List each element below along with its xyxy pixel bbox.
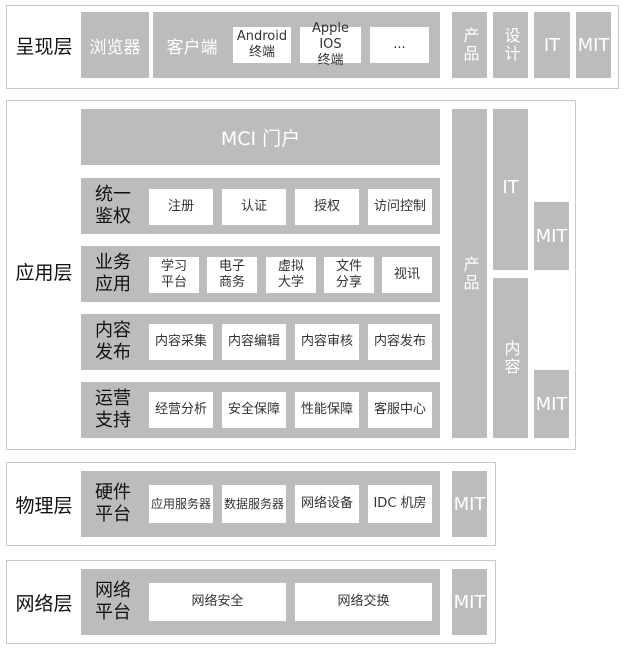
client-ios: Apple IOS 终端: [299, 21, 362, 68]
physical-layer-label: 物理层: [15, 494, 73, 517]
presentation-side-it: IT: [534, 12, 570, 78]
business-item: 电子 商务: [206, 256, 258, 294]
business-row: [81, 246, 440, 302]
mci-portal: MCI 门户: [81, 109, 440, 165]
hardware-item: 网络设备: [294, 484, 360, 524]
auth-item: 授权: [294, 188, 360, 226]
auth-item: 访问控制: [367, 188, 433, 226]
presentation-side-design: 设计: [493, 12, 528, 78]
business-title: 业务 应用: [95, 252, 131, 295]
presentation-side-product: 产品: [452, 12, 487, 78]
hardware-item: 数据服务器: [221, 484, 287, 524]
presentation-side-mit: MIT: [576, 12, 611, 78]
network-item: 网络安全: [148, 582, 287, 622]
business-item: 视讯: [381, 256, 433, 294]
content-item: 内容编辑: [221, 323, 287, 361]
operations-item: 性能保障: [294, 391, 360, 429]
application-side-it: IT: [493, 109, 528, 270]
content-item: 内容采集: [148, 323, 214, 361]
hardware-item: IDC 机房: [367, 484, 433, 524]
network-layer-label: 网络层: [15, 592, 73, 615]
operations-item: 安全保障: [221, 391, 287, 429]
application-layer-label: 应用层: [15, 261, 73, 284]
network-side-mit: MIT: [452, 569, 487, 635]
content-item: 内容审核: [294, 323, 360, 361]
hardware-item: 应用服务器: [148, 484, 214, 524]
application-side-mit-2: MIT: [534, 370, 569, 438]
business-item: 文件 分享: [323, 256, 375, 294]
auth-title: 统一 鉴权: [95, 184, 131, 227]
physical-side-mit: MIT: [452, 471, 487, 537]
network-title: 网络 平台: [95, 580, 131, 623]
operations-item: 客服中心: [367, 391, 433, 429]
business-item: 虚拟 大学: [265, 256, 317, 294]
content-title: 内容 发布: [95, 320, 131, 363]
business-item: 学习 平台: [148, 256, 200, 294]
operations-item: 经营分析: [148, 391, 214, 429]
network-item: 网络交换: [294, 582, 433, 622]
client-android: Android 终端: [232, 26, 292, 64]
application-side-product: 产品: [452, 109, 487, 438]
client-label: 客户端: [166, 37, 218, 58]
application-side-mit-1: MIT: [534, 202, 569, 270]
client-more: ...: [369, 26, 430, 64]
browser-block: 浏览器: [81, 12, 149, 78]
hardware-title: 硬件 平台: [95, 482, 131, 525]
content-item: 内容发布: [367, 323, 433, 361]
application-side-content: 内容: [493, 278, 528, 438]
presentation-layer-label: 呈现层: [15, 35, 73, 58]
auth-item: 认证: [221, 188, 287, 226]
operations-title: 运营 支持: [95, 388, 131, 431]
auth-item: 注册: [148, 188, 214, 226]
